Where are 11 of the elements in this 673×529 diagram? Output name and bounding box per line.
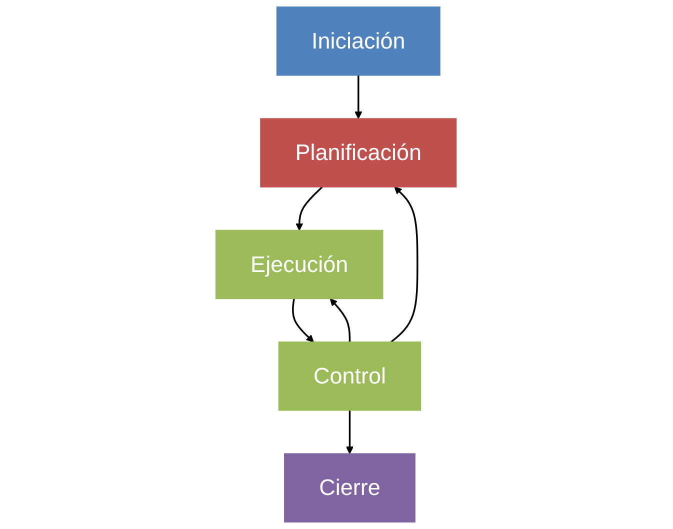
arrow (296, 186, 324, 231)
node-box: Control (278, 342, 422, 411)
node-box: Iniciación (276, 6, 441, 76)
node-box: Cierre (284, 453, 416, 522)
node-box: Ejecución (216, 230, 384, 300)
arrow (346, 410, 354, 454)
arrow (391, 186, 419, 343)
arrow (355, 75, 363, 119)
arrow (330, 298, 352, 342)
node-box: Planificación (260, 118, 458, 188)
arrow (292, 298, 314, 342)
